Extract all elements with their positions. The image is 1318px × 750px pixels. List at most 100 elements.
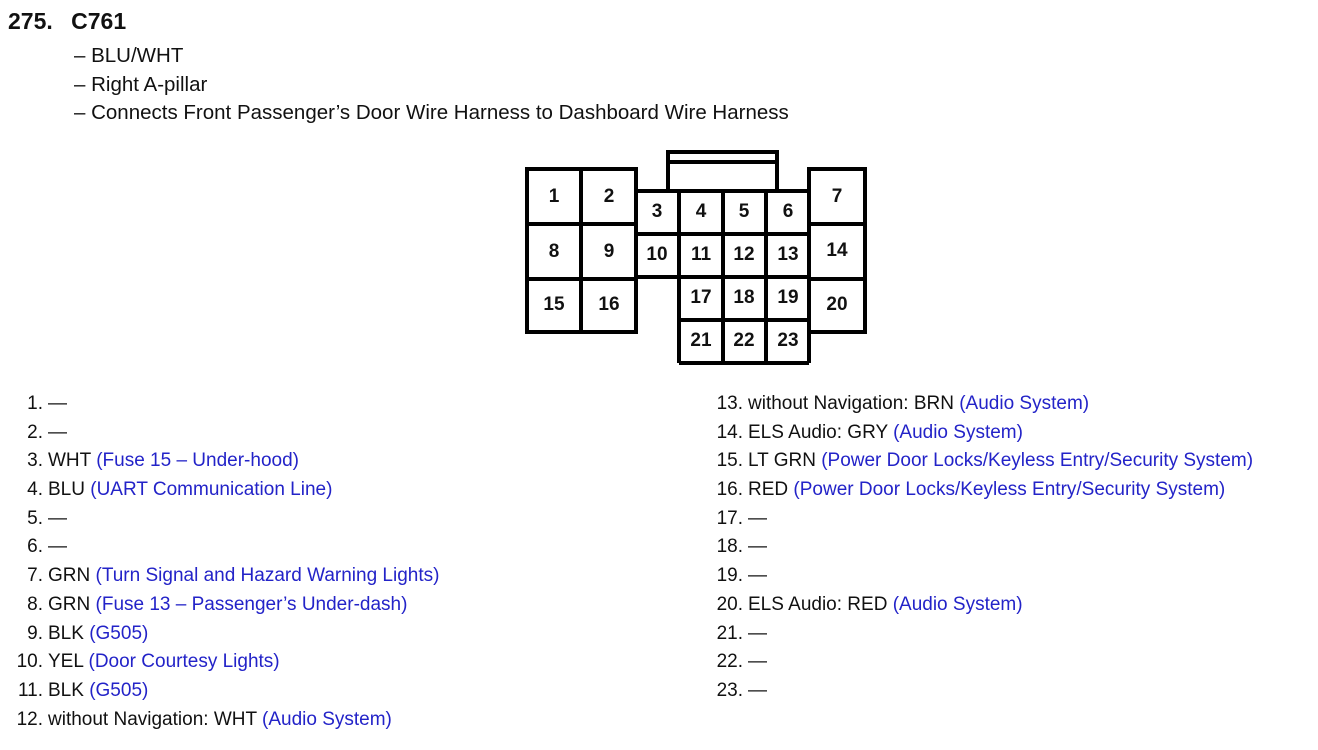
connector-color: – BLU/WHT [74,44,184,67]
terminal-circuit-link[interactable]: (Audio System) [959,393,1090,414]
terminal-number: 21. [716,622,743,644]
terminal-row: 16.RED (Power Door Locks/Keyless Entry/S… [700,476,1253,505]
terminal-number: 16. [716,479,743,501]
terminal-wire: — [48,536,67,558]
terminal-number: 19. [716,565,743,587]
terminal-circuit-link[interactable]: (Audio System) [893,421,1023,443]
terminal-circuit-link[interactable]: (Audio System) [262,708,392,730]
pin-16-label: 16 [598,294,620,315]
connector-id: C761 [71,8,127,34]
terminal-row: 22.— [700,648,1253,677]
pin-20-label: 20 [826,294,848,315]
pin-1-label: 1 [548,186,560,207]
terminal-circuit-link[interactable]: (Turn Signal and Hazard Warning Lights) [95,565,440,587]
pin-6-label: 6 [782,201,794,222]
pin-14-label: 14 [826,240,848,261]
terminal-row: 11.BLK (G505) [0,677,439,706]
terminal-row: 17.— [700,505,1253,534]
terminal-row: 3.WHT (Fuse 15 – Under-hood) [0,447,439,476]
terminal-row: 20.ELS Audio: RED (Audio System) [700,591,1253,620]
terminal-row: 23.— [700,677,1253,706]
terminal-wire: — [748,536,767,558]
terminal-wire: ELS Audio: RED [748,593,888,615]
pin-9-label: 9 [603,241,615,262]
terminal-row: 5.— [0,505,439,534]
terminal-wire: — [48,393,67,414]
terminal-wire: — [48,421,67,443]
terminal-number: 4. [27,479,43,501]
terminal-number: 6. [27,536,43,558]
terminal-row: 21.— [700,620,1253,649]
pin-18-label: 18 [733,287,755,308]
terminal-wire: BLU [48,479,85,501]
terminal-number: 15. [716,450,743,472]
pin-12-label: 12 [733,244,755,265]
terminal-number: 1. [27,393,43,414]
terminal-wire: WHT [48,450,91,472]
terminal-wire: BLK [48,679,84,701]
terminal-list-left: 1.—2.—3.WHT (Fuse 15 – Under-hood)4.BLU … [0,390,440,734]
terminal-number: 12. [16,708,43,730]
item-number: 275. [8,8,53,34]
pin-19-label: 19 [777,287,799,308]
pin-7-label: 7 [831,186,843,207]
terminal-row: 18.— [700,533,1253,562]
terminal-wire: — [748,622,767,644]
connector-connects: – Connects Front Passenger’s Door Wire H… [74,101,789,124]
pin-15-label: 15 [543,294,565,315]
terminal-circuit-link[interactable]: (G505) [89,679,149,701]
terminal-wire: LT GRN [748,450,816,472]
terminal-wire: GRN [48,593,91,615]
terminal-circuit-link[interactable]: (UART Communication Line) [90,479,333,501]
terminal-wire: without Navigation: BRN [748,393,954,414]
terminal-circuit-link[interactable]: (Fuse 13 – Passenger’s Under-dash) [95,593,408,615]
terminal-wire: — [48,507,67,529]
pin-3-label: 3 [651,201,663,222]
pin-13-label: 13 [777,244,799,265]
terminal-row: 6.— [0,533,439,562]
terminal-wire: ELS Audio: GRY [748,421,888,443]
terminal-circuit-link[interactable]: (Power Door Locks/Keyless Entry/Security… [821,450,1254,472]
terminal-row: 1.— [0,390,439,419]
terminal-number: 8. [27,593,43,615]
terminal-circuit-link[interactable]: (G505) [89,622,149,644]
terminal-row: 8.GRN (Fuse 13 – Passenger’s Under-dash) [0,591,439,620]
terminal-row: 7.GRN (Turn Signal and Hazard Warning Li… [0,562,439,591]
terminal-number: 20. [716,593,743,615]
terminal-number: 14. [716,421,743,443]
terminal-row: 4.BLU (UART Communication Line) [0,476,439,505]
terminal-number: 17. [716,507,743,529]
terminal-circuit-link[interactable]: (Power Door Locks/Keyless Entry/Security… [793,479,1226,501]
terminal-number: 9. [27,622,43,644]
terminal-number: 7. [27,565,43,587]
pin-11-label: 11 [690,244,712,265]
terminal-number: 3. [27,450,43,472]
terminal-wire: YEL [48,651,84,673]
pin-21-label: 21 [690,330,712,351]
terminal-wire: — [748,679,767,701]
terminal-wire: — [748,507,767,529]
pin-2-label: 2 [603,186,615,207]
terminal-row: 15.LT GRN (Power Door Locks/Keyless Entr… [700,447,1253,476]
terminal-wire: GRN [48,565,91,587]
pin-8-label: 8 [548,241,560,262]
terminal-number: 23. [716,679,743,701]
terminal-row: 9.BLK (G505) [0,620,439,649]
terminal-number: 2. [27,421,43,443]
terminal-circuit-link[interactable]: (Fuse 15 – Under-hood) [96,450,299,472]
terminal-wire: RED [748,479,789,501]
terminal-circuit-link[interactable]: (Audio System) [892,593,1023,615]
terminal-wire: — [748,565,767,587]
terminal-row: 10.YEL (Door Courtesy Lights) [0,648,439,677]
terminal-row: 14.ELS Audio: GRY (Audio System) [700,419,1253,448]
terminal-circuit-link[interactable]: (Door Courtesy Lights) [88,651,280,673]
terminal-number: 18. [716,536,743,558]
terminal-number: 11. [17,679,43,701]
pin-5-label: 5 [738,201,750,222]
terminal-number: 10. [16,651,43,673]
terminal-number: 5. [27,507,43,529]
terminal-number: 22. [716,651,743,673]
page-title: 275. C761 [8,8,126,35]
